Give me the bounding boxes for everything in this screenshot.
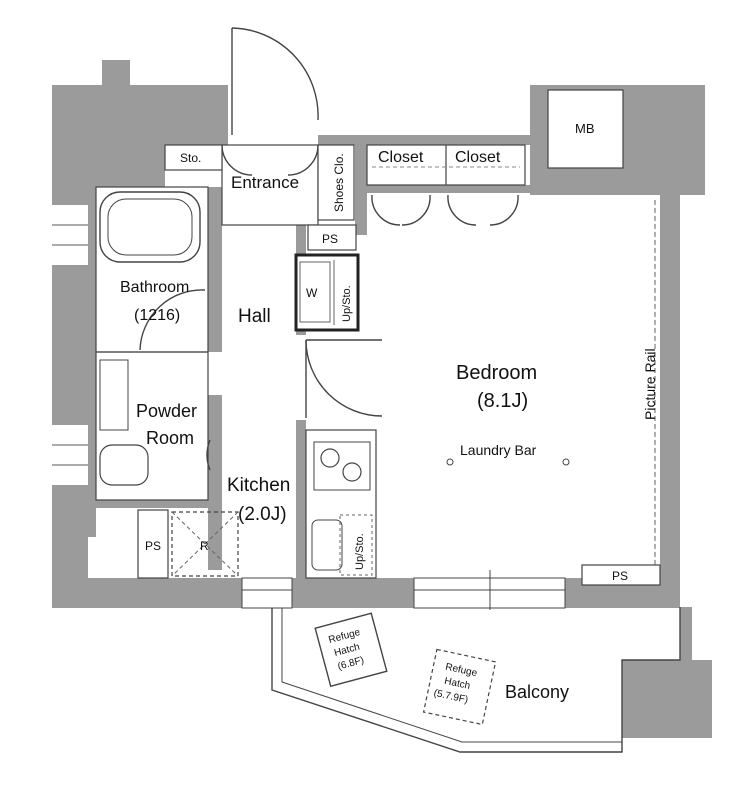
closet-left-label: Closet [378,149,424,166]
shoes-closet-label: Shoes Clo. [332,153,346,212]
picture-rail-label: Picture Rail [642,348,658,420]
powder-room-label-line2: Room [146,428,194,448]
storage-label: Sto. [180,151,201,165]
kitchen-size-label: (2.0J) [238,504,287,525]
hall-label: Hall [238,306,271,327]
door-swings [139,27,519,471]
meter-box-label: MB [575,121,595,136]
balcony-label: Balcony [505,682,569,702]
ps-bedroom-label: PS [612,569,628,583]
up-storage-kitchen-label: Up/Sto. [354,533,366,570]
ps-kitchen-label: PS [145,539,161,553]
washer-label: W [306,286,318,300]
entrance-label: Entrance [231,173,299,192]
up-storage-washer-label: Up/Sto. [341,285,353,322]
closet-right-label: Closet [455,149,501,166]
bathroom-label: Bathroom [120,279,189,296]
refrigerator-label: R [200,539,209,553]
bedroom-size-label: (8.1J) [477,390,528,412]
refuge-hatch-2-line2: Hatch [443,676,471,692]
ps-hall-label: PS [322,232,338,246]
powder-room-label-line1: Powder [136,401,197,421]
laundry-bar-label: Laundry Bar [460,442,537,458]
bathroom-size-label: (1216) [134,307,180,324]
kitchen-label: Kitchen [227,475,290,496]
bedroom-label: Bedroom [456,362,537,384]
